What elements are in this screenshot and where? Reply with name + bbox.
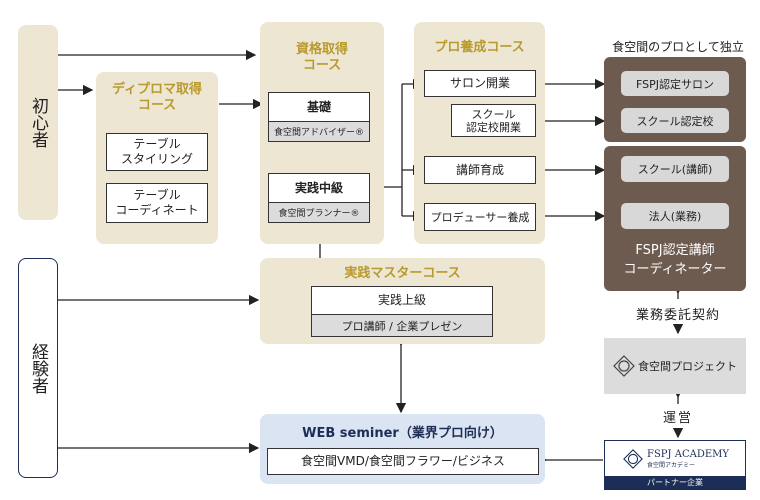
contract-label: 業務委託契約 <box>635 308 720 323</box>
operation-label: 運営 <box>662 411 693 426</box>
web-seminar-title: WEB seminer（業界プロ向け） <box>302 426 503 441</box>
diploma-course-title: ディプロマ取得 コース <box>111 82 203 113</box>
school-lecturer: スクール(講師) <box>621 156 729 182</box>
basic-box: 基礎 <box>268 92 370 122</box>
fspj-certified-salon: FSPJ認定サロン <box>621 71 729 96</box>
academy-name: FSPJ ACADEMY <box>647 449 729 460</box>
practical-intermediate-box: 実践中級 <box>268 173 370 203</box>
producer-training-box: プロデューサー養成 <box>424 203 536 231</box>
independence-heading: 食空間のプロとして独立 <box>612 40 744 54</box>
fspj-lecturer-label: FSPJ認定講師 コーディネーター <box>623 243 727 277</box>
beginner-label: 初心者 <box>18 25 58 220</box>
license-course-title: 資格取得 コース <box>295 42 348 73</box>
experienced-label: 経験者 <box>18 258 58 478</box>
practical-advanced-sub: プロ講師 / 企業プレゼン <box>311 315 493 337</box>
diploma-item-table-styling: テーブル スタイリング <box>106 133 208 171</box>
practical-advanced-box: 実践上級 <box>311 286 493 315</box>
lecturer-training-box: 講師育成 <box>424 156 536 184</box>
diploma-item-table-coordinate: テーブル コーディネート <box>106 183 208 223</box>
web-seminar-topics: 食空間VMD/食空間フラワー/ビジネス <box>267 448 539 475</box>
academy-logo-icon <box>623 449 643 469</box>
basic-sub-advisor: 食空間アドバイザー® <box>268 122 370 142</box>
experienced-text: 経験者 <box>28 342 48 394</box>
school-certified: スクール認定校 <box>621 108 729 133</box>
project-box: 食空間プロジェクト <box>604 338 746 394</box>
academy-logo-box: FSPJ ACADEMY 食空間アカデミー パートナー企業 <box>604 440 746 490</box>
practical-sub-planner: 食空間プランナー® <box>268 203 370 223</box>
salon-opening-box: サロン開業 <box>424 70 536 97</box>
project-logo-icon <box>613 355 635 377</box>
corporate-business: 法人(業務) <box>621 203 729 229</box>
master-course-title: 実践マスターコース <box>344 266 461 281</box>
partner-band: パートナー企業 <box>605 476 745 489</box>
academy-sub: 食空間アカデミー <box>647 462 696 469</box>
beginner-text: 初心者 <box>28 97 48 148</box>
pro-course-title: プロ養成コース <box>434 40 525 55</box>
project-name: 食空間プロジェクト <box>638 360 737 373</box>
school-opening-box: スクール 認定校開業 <box>451 104 536 137</box>
